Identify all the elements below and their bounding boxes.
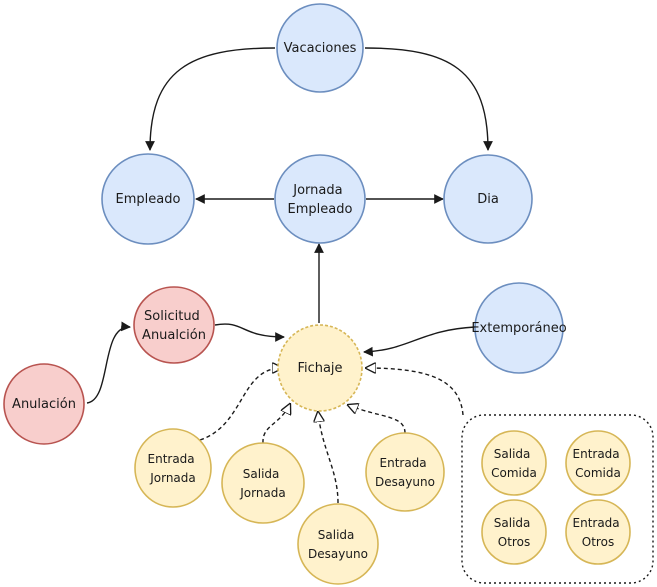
node-salida-desayuno[interactable]: Salida Desayuno: [297, 503, 379, 585]
node-salida-otros[interactable]: Salida Otros: [481, 499, 547, 565]
edge-salida-desayuno-to-fichaje: [318, 412, 339, 504]
edge-entrada-desayuno-to-fichaje: [348, 405, 406, 434]
node-entrada-jornada[interactable]: Entrada Jornada: [134, 428, 212, 508]
svg-text:Anulación: Anulación: [12, 397, 76, 412]
node-vacaciones[interactable]: Vacaciones: [276, 3, 364, 93]
node-fichaje[interactable]: Fichaje: [277, 324, 363, 412]
edge-solicitud-to-fichaje: [214, 323, 285, 342]
node-salida-comida[interactable]: Salida Comida: [481, 430, 547, 496]
svg-text:Salida Desayuno: Salida Desayuno: [308, 528, 368, 561]
node-entrada-otros[interactable]: Entrada Otros: [565, 499, 631, 565]
node-extemporaneo[interactable]: Extemporáneo: [471, 282, 567, 374]
svg-text:Empleado: Empleado: [116, 192, 181, 207]
svg-text:Salida Jornada: Salida Jornada: [239, 467, 286, 500]
node-entrada-desayuno[interactable]: Entrada Desayuno: [365, 432, 445, 512]
svg-text:Entrada Otros: Entrada Otros: [573, 516, 624, 549]
svg-text:Dia: Dia: [477, 192, 499, 207]
svg-text:Salida Otros: Salida Otros: [494, 516, 534, 549]
edge-group-to-fichaje: [366, 368, 464, 416]
edge-vacaciones-empleado: [145, 47, 276, 151]
node-entrada-comida[interactable]: Entrada Comida: [565, 430, 631, 496]
svg-text:Entrada Desayuno: Entrada Desayuno: [375, 456, 435, 489]
edge-extemporaneo-to-fichaje: [363, 326, 476, 357]
svg-text:Fichaje: Fichaje: [297, 361, 342, 376]
node-salida-jornada[interactable]: Salida Jornada: [221, 442, 305, 524]
node-empleado[interactable]: Empleado: [101, 153, 195, 245]
svg-text:Jornada Empleado: Jornada Empleado: [288, 183, 353, 217]
edge-vacaciones-dia: [364, 47, 493, 151]
edge-entrada-jornada-to-fichaje: [199, 368, 282, 441]
node-solicitud-anulacion[interactable]: Solicitud Anualción: [133, 286, 215, 364]
edges: [86, 47, 493, 504]
svg-text:Extemporáneo: Extemporáneo: [471, 321, 566, 336]
svg-text:Solicitud Anualción: Solicitud Anualción: [142, 309, 206, 343]
nodes: Vacaciones Empleado Jornada Empleado Dia…: [3, 3, 631, 585]
svg-text:Entrada Jornada: Entrada Jornada: [148, 452, 199, 485]
edge-anulacion-to-solicitud: [86, 321, 131, 404]
svg-text:Vacaciones: Vacaciones: [284, 41, 357, 56]
node-anulacion[interactable]: Anulación: [3, 363, 85, 445]
edge-salida-jornada-to-fichaje: [262, 404, 290, 444]
node-dia[interactable]: Dia: [443, 154, 533, 244]
svg-text:Salida Comida: Salida Comida: [491, 447, 537, 480]
node-jornada-empleado[interactable]: Jornada Empleado: [274, 154, 366, 244]
svg-text:Entrada Comida: Entrada Comida: [573, 447, 624, 480]
